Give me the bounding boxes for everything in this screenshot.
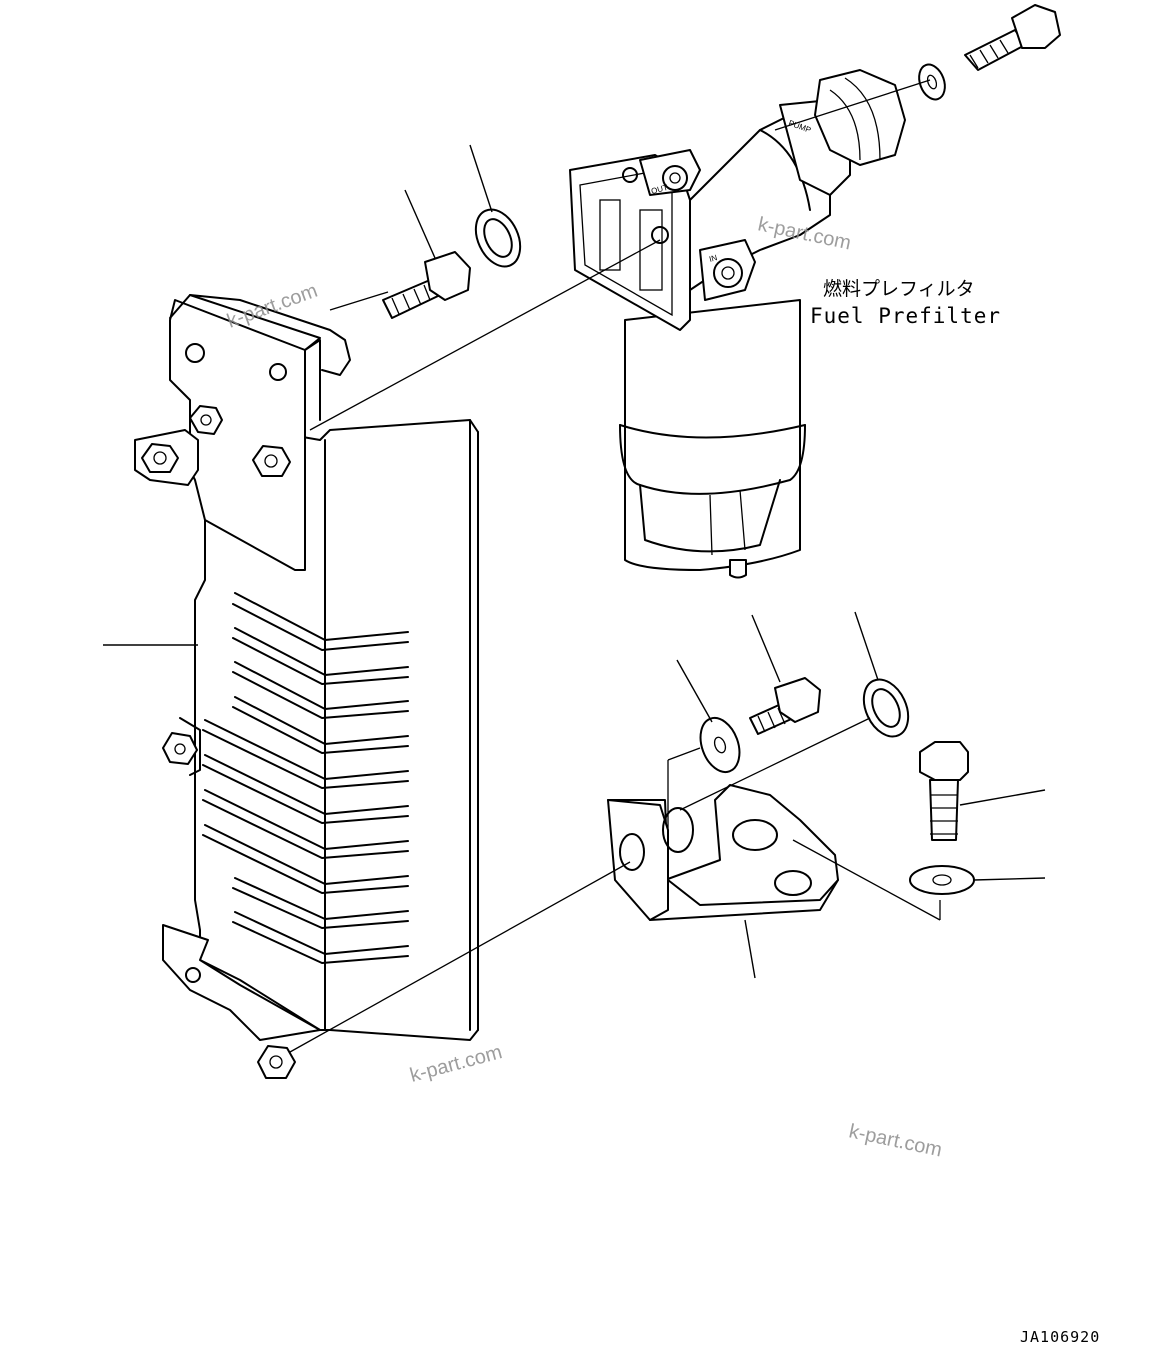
svg-text:OUT: OUT — [650, 183, 669, 196]
washer-icon — [909, 865, 975, 895]
bolt-icon — [964, 4, 1061, 71]
mounting-bracket — [607, 784, 839, 921]
watermark: k-part.com — [847, 1120, 944, 1161]
louver-slots — [202, 592, 409, 964]
part-name-jp: 燃料プレフィルタ — [823, 278, 975, 300]
bolt-icon — [919, 741, 969, 841]
in-port: IN — [699, 239, 756, 301]
leader-lines — [103, 144, 1046, 979]
cover-panel — [134, 294, 479, 1079]
svg-text:IN: IN — [708, 253, 718, 264]
washer-icon — [699, 716, 741, 774]
nut-icon — [141, 443, 179, 473]
bolt-icon — [749, 677, 821, 735]
bolt-icon — [382, 251, 471, 319]
drawing-id: JA106920 — [1020, 1328, 1100, 1346]
watermark: k-part.com — [408, 1041, 505, 1087]
out-port: OUT — [639, 149, 701, 196]
watermark: k-part.com — [224, 280, 320, 333]
nut-icon — [162, 732, 198, 765]
assembly-lines — [289, 79, 941, 1053]
nut-icon — [252, 445, 291, 477]
fuel-prefilter: OUT IN PUMP — [569, 4, 1061, 579]
nut-icon — [257, 1045, 296, 1079]
seal-washer-icon — [474, 208, 522, 268]
seal-washer-icon — [862, 678, 910, 738]
washer-icon — [918, 63, 946, 101]
priming-pump: PUMP — [779, 69, 906, 196]
nut-icon — [189, 405, 223, 435]
part-name-en: Fuel Prefilter — [810, 304, 1001, 328]
